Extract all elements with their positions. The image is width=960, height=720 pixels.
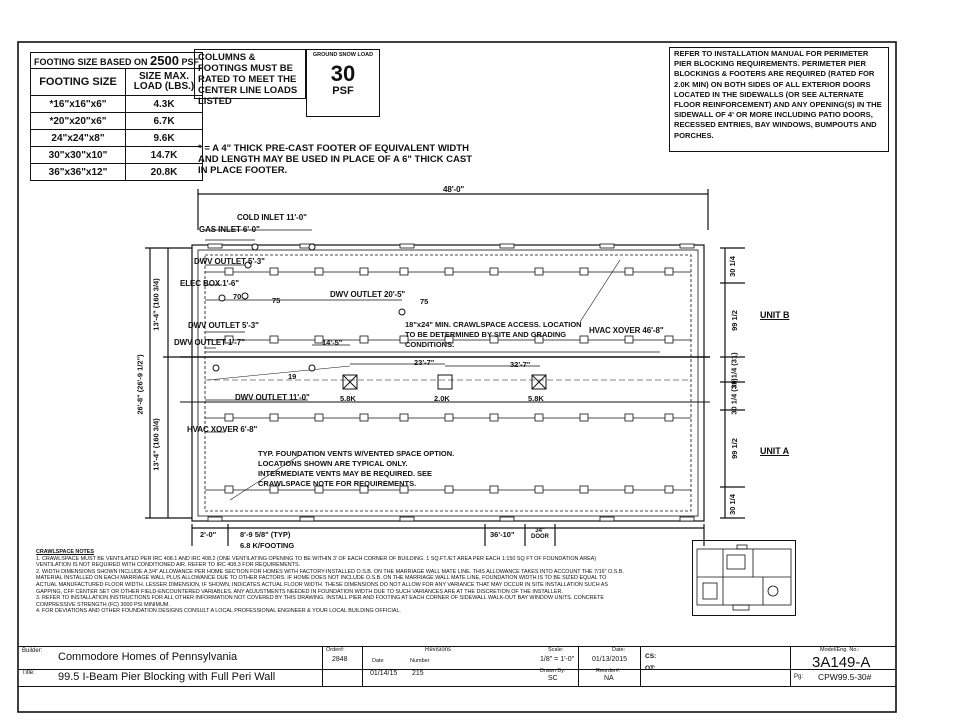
drawn-by-label: Drawn By: [540,668,566,674]
drawing-title: 99.5 I-Beam Pier Blocking with Full Peri… [58,671,276,683]
rev-date: 01/14/15 [370,670,398,677]
pg-label: Pg: [794,674,804,680]
right-dim-label: 30 1/4 [727,256,737,277]
right-dim-label: 30 1/4 (31) [729,378,739,415]
divider [578,646,579,686]
crawlspace-note-item: 2. WIDTH DIMENSIONS SHOWN INCLUDE A 3/4"… [36,568,624,595]
installation-note: REFER TO INSTALLATION MANUAL FOR PERIMET… [674,49,882,140]
divider [790,646,791,686]
order-number: 2848 [332,656,348,663]
divider [322,646,323,686]
footing-load-cell: 20.8K [125,163,203,181]
cold-inlet-label: COLD INLET 11'-0" [237,213,307,222]
crawlspace-notes: CRAWLSPACE NOTES 1. CRAWLSPACE MUST BE V… [36,549,626,615]
reorder-label: Reorder#: [596,668,621,674]
dim-label: 75 [420,297,429,306]
footing-size-table: FOOTING SIZE BASED ON 2500 PSF FOOTING S… [30,52,203,181]
right-dim-label: 30 1/4 [727,494,737,515]
dwv-outlet-label: DWV OUTLET 5'-3" [188,321,259,330]
model-number: 3A149-A [812,654,871,671]
dim-label: 19 [288,372,297,381]
col-max-load: SIZE MAX. LOAD (LBS.) [125,68,203,96]
footing-psf-value: 2500 [150,53,179,68]
rev-number-label: Number [410,658,430,664]
builder-name: Commodore Homes of Pennsylvania [58,651,238,663]
title-block-row2 [18,668,896,687]
dim-label: 32'-7" [510,360,531,369]
title-label: Title: [22,670,35,676]
dwv-outlet-label: DWV OUTLET 20'-5" [330,290,406,299]
pier-load-label: 5.8K [528,394,544,403]
drawing-date: 01/13/2015 [592,656,628,663]
date-label: Date: [612,647,626,653]
hvac-xover-label: HVAC XOVER 6'-8" [187,425,258,434]
dwv-outlet-label: DWV OUTLET 5'-3" [194,257,265,266]
door-label: 34" DOOR [531,528,549,540]
crawlspace-notes-title: CRAWLSPACE NOTES [36,549,95,555]
ot-label: OT: [645,665,656,672]
gas-inlet-label: GAS INLET 6'-0" [199,225,260,234]
dim-label: 8'-9 5/8" (TYP) [240,530,291,539]
pier-load-label: 2.0K [434,394,450,403]
scale-value: 1/8" = 1'-0" [540,656,575,663]
rev-date-label: Date [372,658,384,664]
installation-note-box: REFER TO INSTALLATION MANUAL FOR PERIMET… [669,47,889,152]
crawlspace-note-item: 1. CRAWLSPACE MUST BE VENTILATED PER IRC… [36,555,597,569]
model-label: Model/Eng. No.: [820,647,860,653]
order-label: Order#: [326,647,345,653]
unit-b-width-dim: 13'-4" (160 3/4) [151,278,161,331]
snow-load-value: 30 [330,61,356,86]
crawlspace-note-item: 3. REFER TO INSTALLATION INSTRUCTIONS FO… [36,595,604,608]
page-code: CPW99.5-30# [818,672,872,682]
dim-label: 2'-0" [200,530,217,539]
rev-number: 215 [412,670,424,677]
footing-psf-unit: PSF [181,57,199,67]
precast-note: * = A 4" THICK PRE-CAST FOOTER OF EQUIVA… [198,143,473,176]
crawlspace-note-item: 4. FOR DEVIATIONS AND OTHER FOUNDATION D… [36,608,401,615]
dim-label: 70 [233,292,242,301]
drawn-by: SC [548,675,558,682]
total-width-dim: 26'-8" (26'-9 1/2") [135,354,145,415]
scale-label: Scale: [548,647,564,653]
right-dim-label: 99 1/2 [729,310,739,331]
key-plan-thumbnail [692,540,796,616]
right-dim-label: 99 1/2 [729,438,739,459]
foundation-vent-note: TYP. FOUNDATION VENTS W/VENTED SPACE OPT… [258,449,455,488]
dim-label: 75 [272,296,281,305]
divider [362,646,363,686]
snow-load-unit: PSF [332,85,354,97]
title-block [18,646,896,670]
reorder-value: NA [604,675,614,682]
divider [640,646,641,686]
dim-label: 14'-5" [322,338,343,347]
revisions-label: Revisions [425,647,452,653]
columns-note-box: COLUMNS & FOOTINGS MUST BE RATED TO MEET… [194,49,306,107]
builder-label: Builder: [22,648,43,654]
dim-label: 23'-7" [414,358,435,367]
crawlspace-access-note: 18"x24" MIN. CRAWLSPACE ACCESS. LOCATION… [405,320,582,349]
unit-a-width-dim: 13'-4" (160 3/4) [151,418,161,471]
dwv-outlet-label: DWV OUTLET 1'-7" [174,338,245,347]
snow-load-box: GROUND SNOW LOAD 30 PSF [306,49,380,117]
cs-label: CS: [645,653,657,660]
columns-note: COLUMNS & FOOTINGS MUST BE RATED TO MEET… [198,52,298,107]
hvac-xover-label: HVAC XOVER 46'-8" [589,326,664,335]
dwv-outlet-label: DWV OUTLET 11'-0" [235,393,310,402]
snow-load-label: GROUND SNOW LOAD [312,52,374,58]
unit-b-label: UNIT B [760,310,790,320]
overall-length-dim: 48'-0" [443,185,465,194]
footing-spec-label: 6.8 K/FOOTING [240,541,295,550]
elec-box-label: ELEC BOX 1'-6" [180,279,239,288]
pier-load-label: 5.8K [340,394,356,403]
unit-a-label: UNIT A [760,446,790,456]
key-plan-drawing [696,544,792,611]
dim-label: 36'-10" [490,530,515,539]
footing-header-text: FOOTING SIZE BASED ON [34,57,148,67]
